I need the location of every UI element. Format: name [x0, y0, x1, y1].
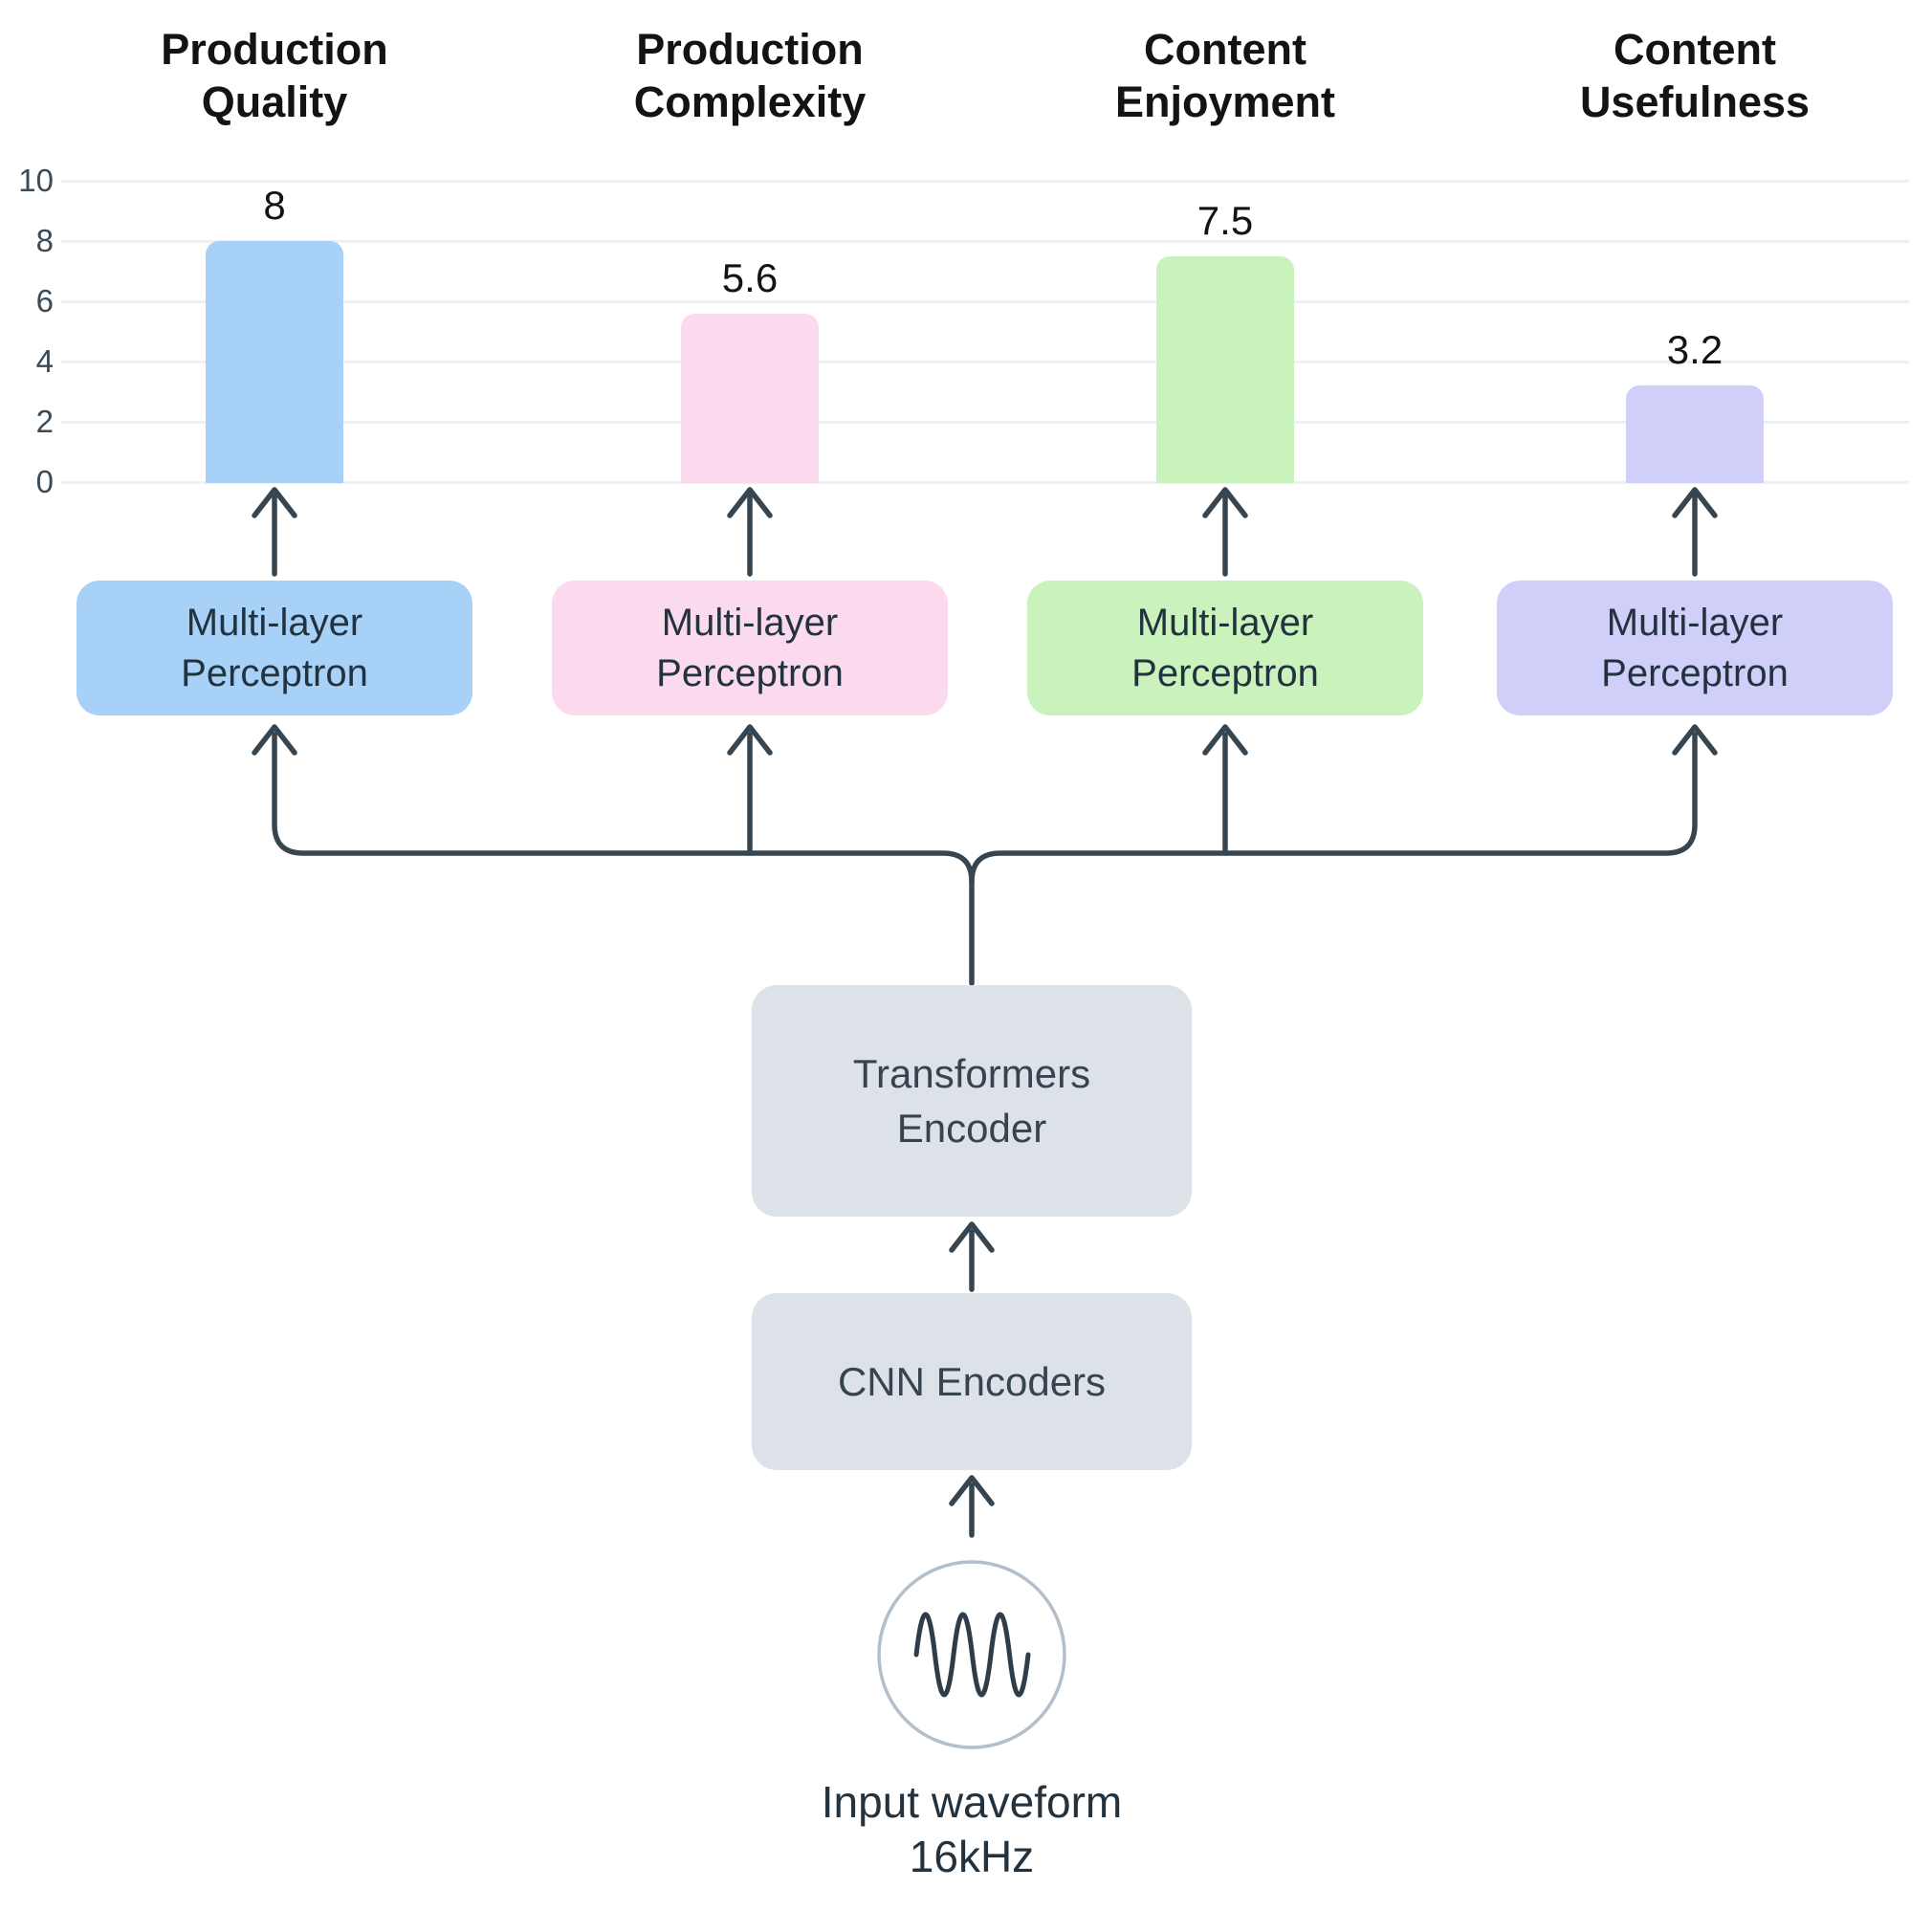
column-heading-line: Content	[1144, 25, 1306, 74]
connector-path	[1202, 487, 1248, 518]
column-heading-line: Production	[161, 25, 388, 74]
transformers-encoder-box: Transformers Encoder	[752, 985, 1192, 1217]
column-heading-line: Enjoyment	[1114, 77, 1336, 126]
column-heading-line: Quality	[201, 77, 348, 126]
gridline	[61, 360, 1909, 363]
mlp-box-label-line: Multi-layer	[1136, 601, 1314, 644]
bar	[1626, 385, 1764, 483]
y-axis-tick: 10	[18, 163, 54, 198]
cnn-encoders-box: CNN Encoders	[752, 1293, 1192, 1470]
bar-value-label: 7.5	[1197, 197, 1254, 243]
mlp-box-label-line: Multi-layer	[661, 601, 839, 644]
y-axis-tick: 6	[35, 283, 54, 318]
input-waveform-label-line1: Input waveform	[821, 1777, 1123, 1827]
mlp-box-label-line: Perceptron	[656, 651, 844, 694]
connector-path	[252, 724, 297, 756]
connector-path	[969, 732, 1698, 885]
transformers-encoder-label-line1: Transformers	[852, 1051, 1091, 1096]
input-waveform-icon	[877, 1560, 1066, 1749]
connector-path	[949, 1475, 995, 1506]
bar	[1156, 255, 1294, 483]
column-heading-line: Production	[636, 25, 864, 74]
column-heading-line: Usefulness	[1579, 77, 1811, 126]
y-axis-tick: 4	[35, 343, 54, 379]
connector-path	[727, 724, 773, 756]
sine-wave-icon	[913, 1612, 1031, 1698]
transformers-encoder-label-line2: Encoder	[896, 1106, 1047, 1151]
connector-path	[272, 732, 975, 986]
connector-path	[252, 487, 297, 518]
mlp-box-label-line: Multi-layer	[1606, 601, 1784, 644]
gridline	[61, 179, 1909, 183]
input-waveform-label-line2: 16kHz	[909, 1832, 1035, 1881]
column-heading-line: Content	[1614, 25, 1776, 74]
gridline	[61, 480, 1909, 484]
gridline	[61, 420, 1909, 424]
gridline	[61, 239, 1909, 243]
input-waveform-label: Input waveform 16kHz	[637, 1775, 1306, 1884]
y-axis-tick: 2	[35, 404, 54, 439]
mlp-box-label-line: Perceptron	[1131, 651, 1319, 694]
gridline	[61, 299, 1909, 303]
bar	[206, 241, 343, 483]
connector-path	[1672, 487, 1718, 518]
bar-value-label: 8	[263, 183, 286, 228]
bar	[681, 313, 819, 483]
connector-path	[949, 1221, 995, 1253]
bar-value-label: 5.6	[721, 254, 779, 300]
connector-path	[1202, 724, 1248, 756]
cnn-encoders-label: CNN Encoders	[837, 1359, 1107, 1404]
bar-value-label: 3.2	[1666, 327, 1723, 373]
mlp-box-label-line: Perceptron	[181, 651, 368, 694]
connector-path	[1672, 724, 1718, 756]
mlp-box-label-line: Perceptron	[1601, 651, 1789, 694]
waveform-circle	[877, 1560, 1066, 1749]
column-heading-line: Complexity	[633, 77, 867, 126]
y-axis-tick: 8	[35, 223, 54, 258]
connector-path	[727, 487, 773, 518]
mlp-box-label-line: Multi-layer	[186, 601, 363, 644]
y-axis-tick: 0	[35, 464, 54, 499]
